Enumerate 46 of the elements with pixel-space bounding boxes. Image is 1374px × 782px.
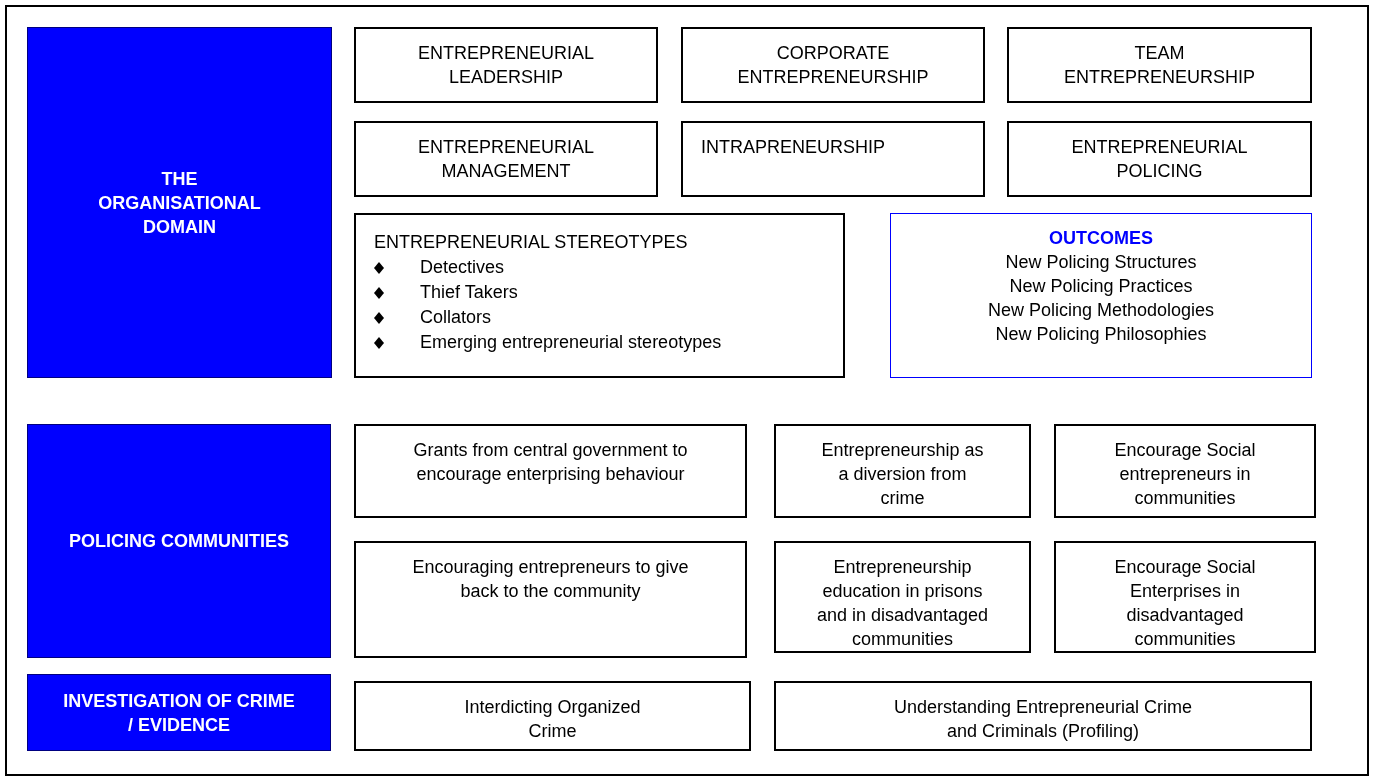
box-text: Entrepreneurship education in prisons and in disadvantaged communities — [815, 556, 990, 651]
outcomes-heading: OUTCOMES — [1049, 227, 1153, 250]
outcome-item: New Policing Structures — [1005, 251, 1197, 274]
concept-box — [681, 27, 985, 103]
concept-box — [354, 541, 747, 658]
box-text: Grants from central government to encourage enterprising behaviour — [412, 439, 689, 486]
category-title: POLICING COMMUNITIES — [68, 530, 290, 553]
outcome-item: New Policing Practices — [1009, 275, 1193, 298]
concept-box — [354, 681, 751, 751]
category-title: INVESTIGATION OF CRIME / EVIDENCE — [62, 689, 296, 737]
box-text: Entrepreneurship as a diversion from crime — [820, 439, 985, 510]
box-text: Encourage Social Enterprises in disadvantaged communities — [1113, 556, 1257, 651]
box-text: Encouraging entrepreneurs to give back to the community — [411, 556, 690, 603]
concept-box — [1054, 541, 1316, 653]
box-text: ENTREPRENEURIAL POLICING — [1070, 136, 1249, 183]
concept-box — [354, 424, 747, 518]
concept-box — [1007, 121, 1312, 197]
list-box — [354, 213, 845, 378]
concept-box — [1054, 424, 1316, 518]
list-item: Collators — [420, 306, 492, 329]
category-panel — [27, 424, 331, 658]
box-text: Understanding Entrepreneurial Crime and Criminals (Profiling) — [892, 696, 1194, 743]
concept-box — [774, 681, 1312, 751]
category-panel — [27, 27, 332, 378]
box-text: CORPORATE ENTREPRENEURSHIP — [736, 42, 930, 89]
box-text: Encourage Social entrepreneurs in communities — [1113, 439, 1257, 510]
category-title: THE ORGANISATIONAL DOMAIN — [97, 167, 262, 239]
box-text: INTRAPRENEURSHIP — [701, 136, 886, 159]
concept-box — [774, 424, 1031, 518]
list-item: Detectives — [420, 256, 505, 279]
box-text: Interdicting Organized Crime — [463, 696, 642, 743]
outcome-item: New Policing Philosophies — [995, 323, 1207, 346]
concept-box — [681, 121, 985, 197]
box-text: ENTREPRENEURIAL MANAGEMENT — [416, 136, 595, 183]
list-heading: ENTREPRENEURIAL STEREOTYPES — [374, 231, 689, 254]
list-item: Emerging entrepreneurial stereotypes — [420, 331, 722, 354]
category-panel — [27, 674, 331, 751]
concept-box — [354, 27, 658, 103]
concept-box — [774, 541, 1031, 653]
list-item: Thief Takers — [420, 281, 518, 304]
concept-box — [1007, 27, 1312, 103]
box-text: ENTREPRENEURIAL LEADERSHIP — [416, 42, 595, 89]
outcome-item: New Policing Methodologies — [987, 299, 1215, 322]
concept-box — [354, 121, 658, 197]
outcomes-box — [890, 213, 1312, 378]
box-text: TEAM ENTREPRENEURSHIP — [1063, 42, 1256, 89]
